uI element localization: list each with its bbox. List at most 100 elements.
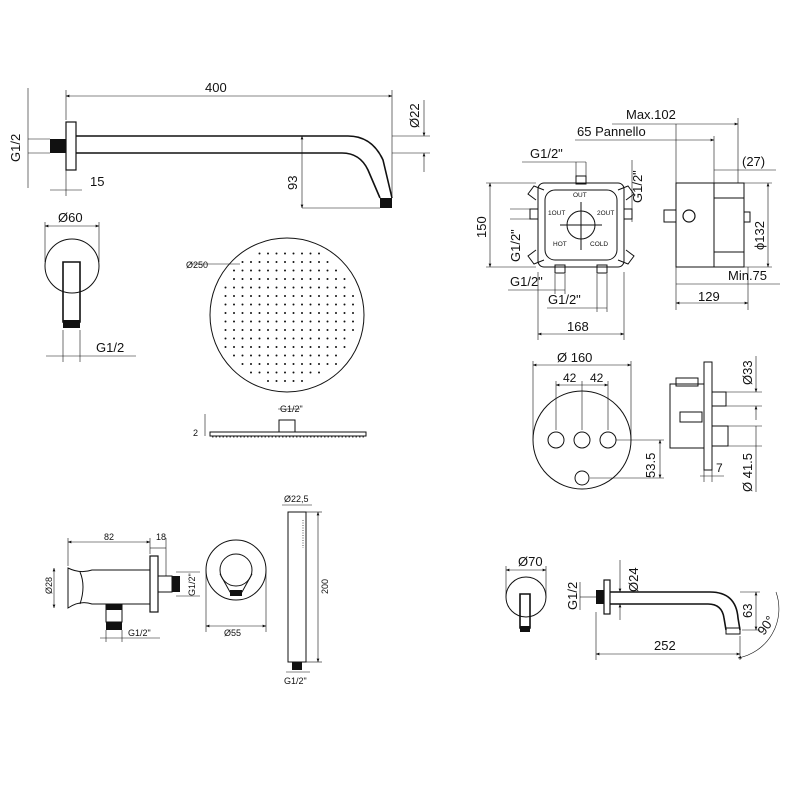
nozzle-dot bbox=[352, 329, 354, 331]
spout-thread-label: G1/2 bbox=[565, 582, 580, 610]
nozzle-dot bbox=[275, 295, 278, 297]
head-outline bbox=[209, 237, 365, 393]
outlet-elbow-view: 82 18 Ø28 G1/2" G1/2" bbox=[44, 532, 200, 642]
nozzle-dot bbox=[267, 252, 269, 255]
control-side-body bbox=[669, 383, 705, 449]
nozzle-dot bbox=[241, 354, 244, 357]
nozzle-dot bbox=[233, 269, 235, 272]
control-front-view: Ø 160 42 42 53.5 bbox=[532, 350, 664, 490]
nozzle-dot bbox=[241, 320, 244, 323]
nozzle-dot bbox=[335, 295, 337, 297]
head-thread-label: G1/2" bbox=[280, 404, 303, 414]
nozzle-dot bbox=[343, 346, 346, 348]
nozzle-dot bbox=[284, 354, 286, 357]
control-button-2 bbox=[573, 431, 591, 449]
box-width-label: 168 bbox=[567, 319, 589, 334]
nozzle-dot bbox=[258, 363, 261, 365]
nozzle-dot bbox=[267, 278, 269, 280]
nozzle-dot bbox=[292, 354, 295, 357]
nozzle-dot bbox=[292, 312, 295, 314]
nozzle-dot bbox=[318, 337, 320, 340]
nozzle-dot bbox=[284, 261, 286, 263]
nozzle-dot bbox=[292, 371, 295, 374]
control-button-3 bbox=[599, 431, 617, 449]
flange-circle bbox=[44, 238, 100, 294]
nozzle-dot bbox=[284, 269, 286, 272]
nozzle-dot bbox=[301, 303, 303, 306]
nozzle-dot bbox=[292, 295, 295, 297]
nozzle-dot bbox=[250, 312, 252, 314]
nozzle-dot bbox=[292, 278, 295, 280]
nozzle-dot bbox=[326, 312, 329, 314]
box-thread-bottom-right-label: G1/2" bbox=[548, 292, 581, 307]
nozzle-dot bbox=[267, 354, 269, 357]
nozzle-dot bbox=[224, 295, 227, 297]
side-panel-label: 65 Pannello bbox=[577, 124, 646, 139]
nozzle-dot bbox=[318, 320, 320, 323]
nozzle-dot bbox=[267, 320, 269, 323]
nozzle-dot bbox=[233, 312, 235, 314]
nozzle-dot bbox=[233, 286, 235, 289]
elbow-diameter-label: Ø28 bbox=[44, 577, 54, 594]
nozzle-dot bbox=[258, 371, 261, 374]
control-side-view: Ø33 7 Ø 41.5 bbox=[669, 356, 762, 492]
hand-shower-body bbox=[287, 511, 307, 663]
spout-angle-label: 90° bbox=[754, 613, 778, 638]
nozzle-dot bbox=[224, 337, 227, 340]
nozzle-dot bbox=[267, 380, 269, 382]
nozzle-dot bbox=[250, 354, 252, 357]
nozzle-dot bbox=[275, 312, 278, 314]
nozzle-dot bbox=[275, 286, 278, 289]
arm-drop-label: 93 bbox=[285, 176, 300, 190]
nozzle-dot bbox=[258, 337, 261, 340]
nozzle-dot bbox=[250, 320, 252, 323]
nozzle-dot bbox=[267, 261, 269, 263]
nozzle-dot bbox=[301, 286, 303, 289]
spout-lower-edge bbox=[610, 603, 727, 631]
nozzle-dot bbox=[275, 346, 278, 348]
nozzle-dot bbox=[250, 286, 252, 289]
nozzle-dot bbox=[326, 363, 329, 365]
nozzle-dot bbox=[258, 346, 261, 348]
port-label-hot: HOT bbox=[553, 241, 567, 248]
nozzle-dot bbox=[233, 320, 235, 323]
arm-lower-edge bbox=[76, 152, 381, 199]
nozzle-dot bbox=[284, 329, 286, 331]
hand-shower-view: Ø22,5 200 G1/2" bbox=[282, 494, 330, 686]
nozzle-dot bbox=[258, 278, 261, 280]
nozzle-dot bbox=[250, 371, 252, 374]
nozzle-dot bbox=[326, 269, 329, 272]
outlet-round-diameter-label: Ø55 bbox=[224, 628, 241, 638]
nozzle-dot bbox=[318, 269, 320, 272]
nozzle-dot bbox=[275, 320, 278, 323]
box-thread-left-label: G1/2" bbox=[508, 229, 523, 262]
nozzle-dot bbox=[309, 354, 312, 357]
nozzle-dot bbox=[326, 346, 329, 348]
nozzle-dot bbox=[258, 286, 261, 289]
control-diameter-label: Ø 160 bbox=[557, 350, 592, 365]
control-spacing-right-label: 42 bbox=[590, 371, 604, 385]
side-diameter-label: ϕ132 bbox=[752, 221, 767, 250]
side-max-depth-label: Max.102 bbox=[626, 107, 676, 122]
nozzle-dot bbox=[258, 295, 261, 297]
spout-diameter-label: Ø24 bbox=[626, 567, 641, 592]
nozzle-dot bbox=[233, 303, 235, 306]
nozzle-dot bbox=[284, 371, 286, 374]
nozzle-dot bbox=[258, 312, 261, 314]
nozzle-dot bbox=[318, 363, 320, 365]
nozzle-dot bbox=[326, 320, 329, 323]
nozzle-dot bbox=[284, 320, 286, 323]
spout-plate bbox=[603, 579, 611, 615]
nozzle-dot bbox=[318, 312, 320, 314]
nozzle-dot bbox=[318, 346, 320, 348]
nozzle-dot bbox=[309, 286, 312, 289]
nozzle-dot bbox=[301, 337, 303, 340]
nozzle-dot bbox=[335, 269, 337, 272]
nozzle-dot bbox=[250, 346, 252, 348]
nozzle-dot bbox=[284, 252, 286, 255]
nozzle-dot bbox=[292, 337, 295, 340]
control-button-1 bbox=[547, 431, 565, 449]
nozzle-dot bbox=[292, 286, 295, 289]
spout-flange-view: Ø70 bbox=[505, 554, 547, 632]
